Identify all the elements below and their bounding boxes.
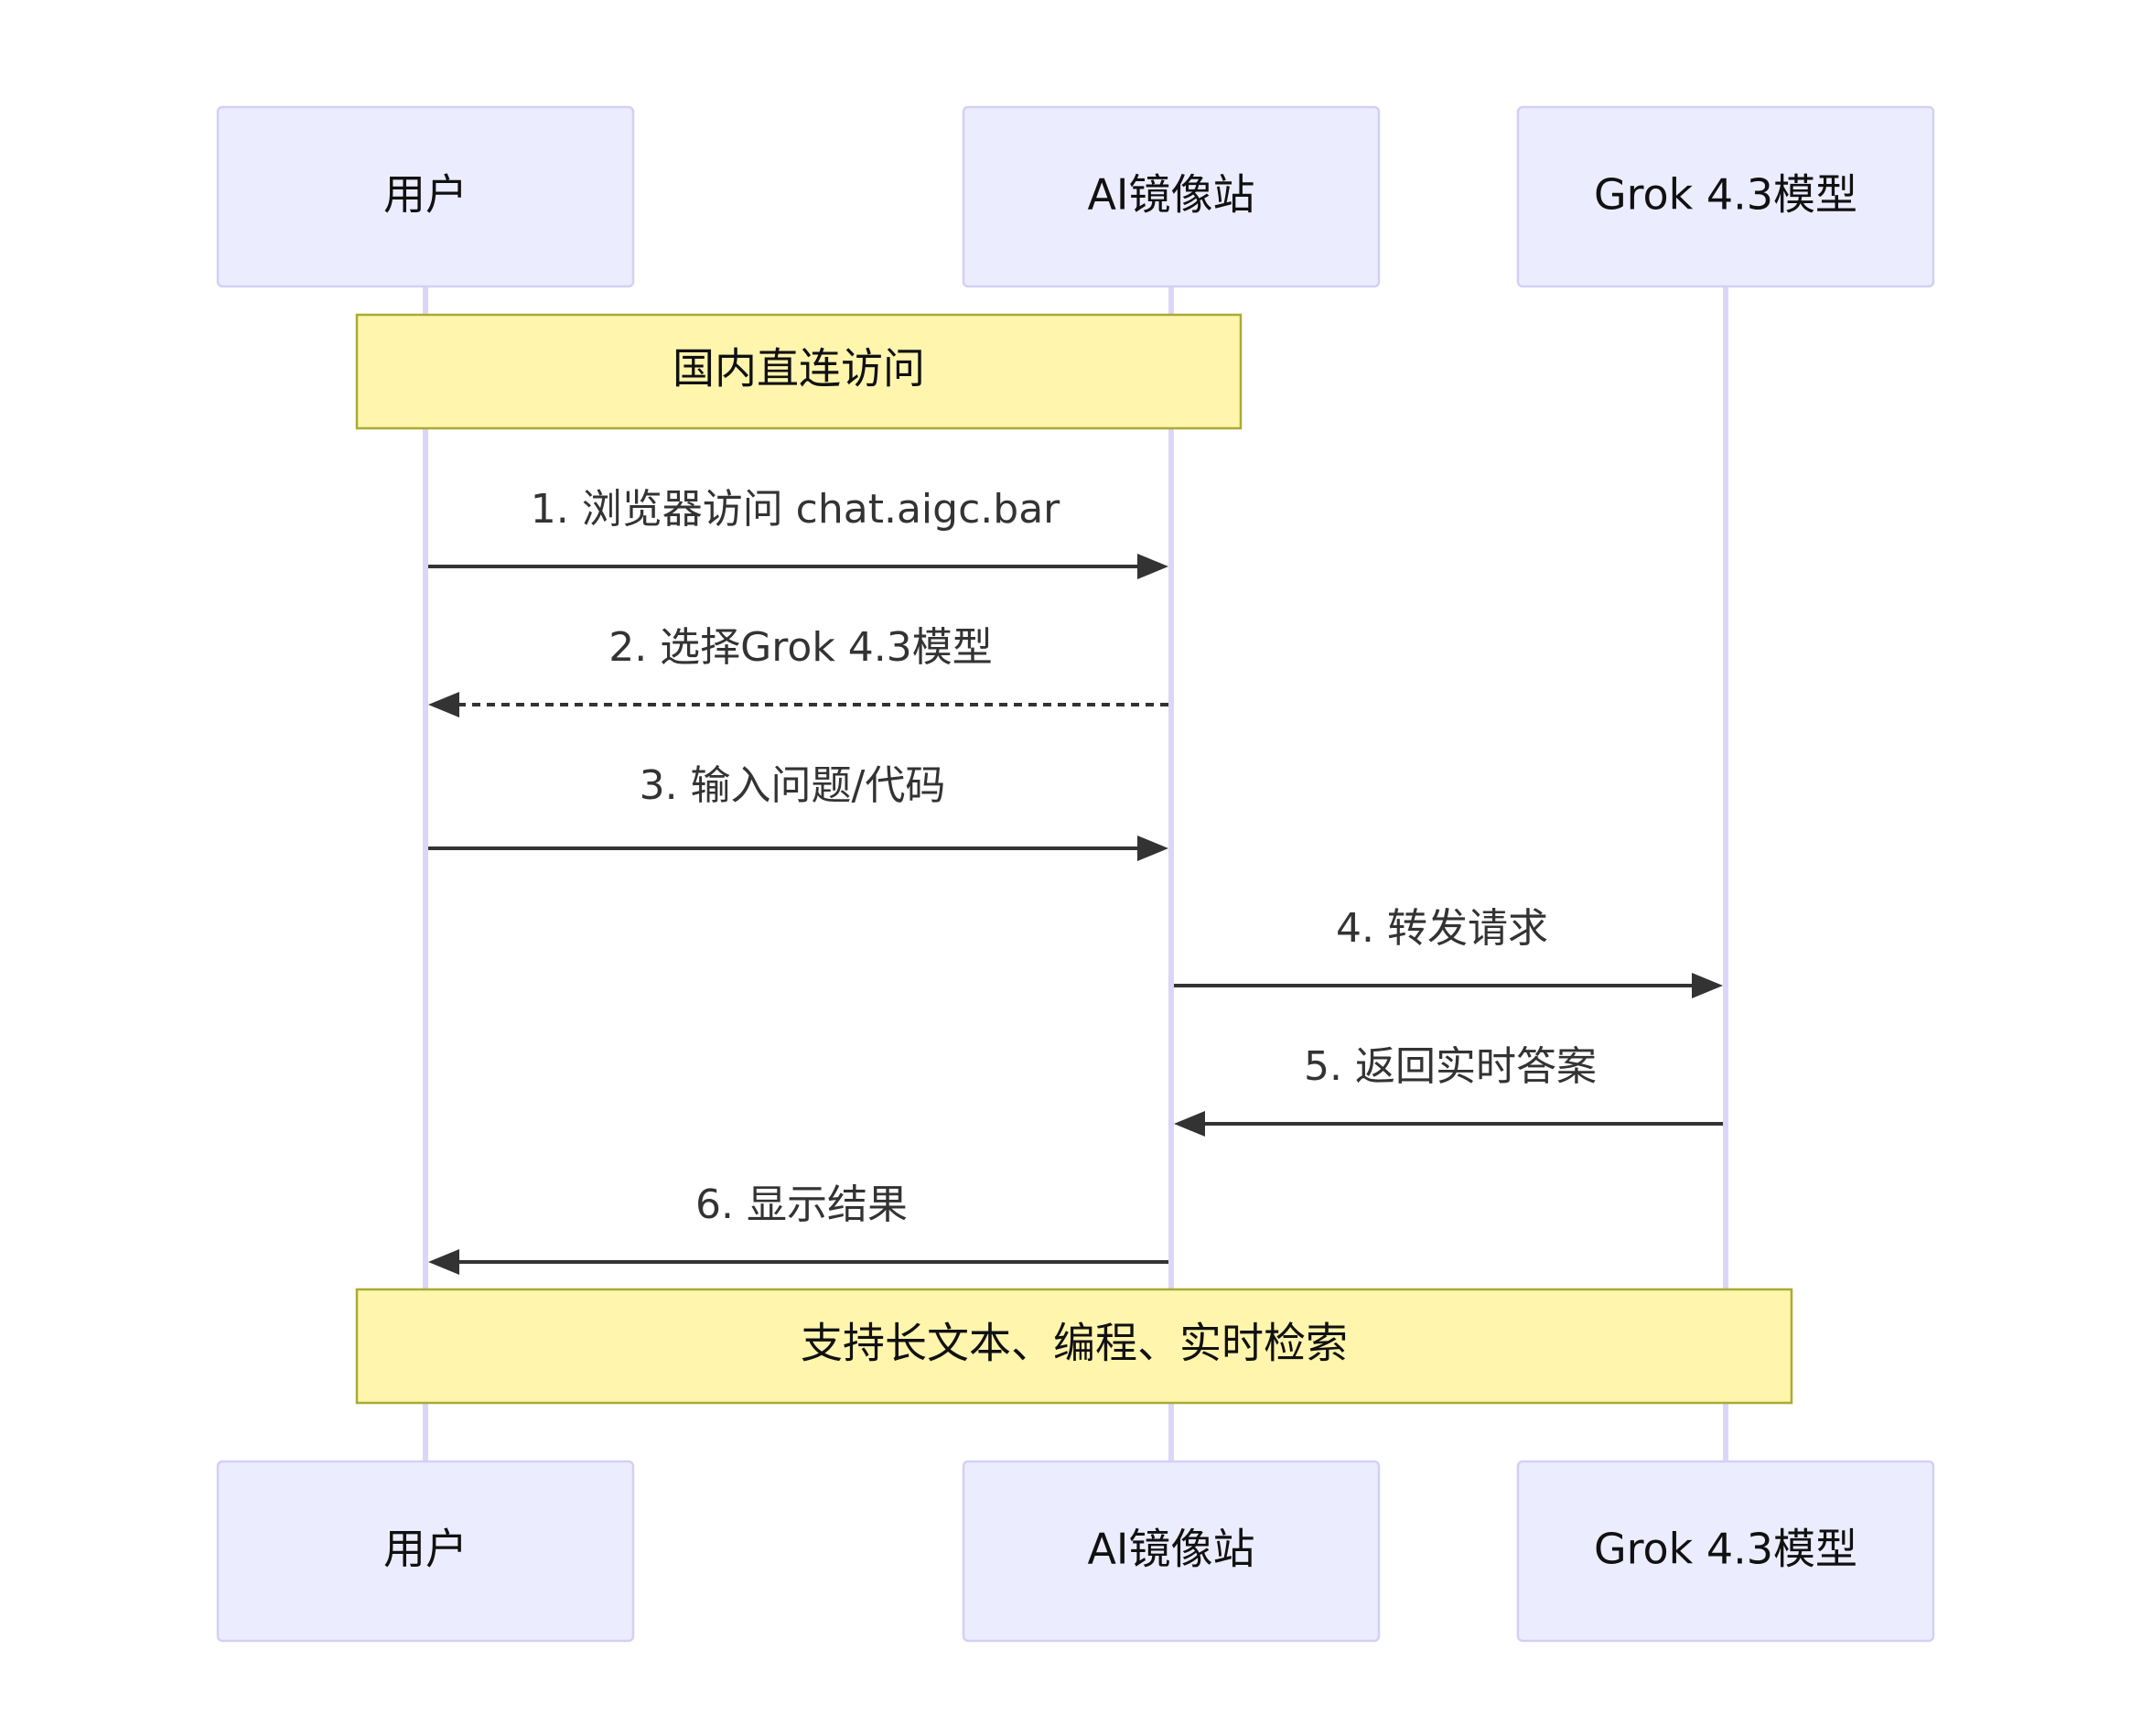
actor-bottom-model-label: Grok 4.3模型 xyxy=(1594,1525,1857,1574)
message-2-label: 2. 选择Grok 4.3模型 xyxy=(608,624,993,671)
actor-top-user-label: 用户 xyxy=(383,170,468,220)
actor-top-mirror: AI镜像站 xyxy=(962,105,1381,288)
message-5-label: 5. 返回实时答案 xyxy=(1304,1043,1597,1090)
actor-bottom-mirror-label: AI镜像站 xyxy=(1087,1525,1254,1574)
note-direct-access-text: 国内直连访问 xyxy=(673,344,925,394)
actor-top-user: 用户 xyxy=(216,105,635,288)
message-4-label: 4. 转发请求 xyxy=(1336,905,1548,952)
message-5-arrowhead xyxy=(1174,1111,1205,1137)
message-3-arrowhead xyxy=(1137,836,1168,861)
message-1-arrowhead xyxy=(1137,554,1168,579)
actor-bottom-mirror: AI镜像站 xyxy=(962,1460,1381,1643)
actor-bottom-user: 用户 xyxy=(216,1460,635,1643)
actor-bottom-model: Grok 4.3模型 xyxy=(1516,1460,1935,1643)
actor-top-model-label: Grok 4.3模型 xyxy=(1594,170,1857,220)
message-6-arrowhead xyxy=(428,1249,459,1275)
message-6: 6. 显示结果 xyxy=(428,1181,1168,1275)
note-direct-access: 国内直连访问 xyxy=(355,313,1243,430)
note-features-text: 支持长文本、编程、实时检索 xyxy=(801,1319,1348,1368)
actor-top-model: Grok 4.3模型 xyxy=(1516,105,1935,288)
message-4-arrowhead xyxy=(1692,973,1723,998)
message-4: 4. 转发请求 xyxy=(1174,905,1723,998)
message-1-label: 1. 浏览器访问 chat.aigc.bar xyxy=(531,486,1060,533)
message-2: 2. 选择Grok 4.3模型 xyxy=(428,624,1168,717)
message-5: 5. 返回实时答案 xyxy=(1174,1043,1723,1137)
message-3: 3. 输入问题/代码 xyxy=(428,762,1168,861)
message-6-label: 6. 显示结果 xyxy=(695,1181,908,1228)
message-3-label: 3. 输入问题/代码 xyxy=(640,762,946,809)
actor-top-mirror-label: AI镜像站 xyxy=(1087,170,1254,220)
note-features: 支持长文本、编程、实时检索 xyxy=(355,1288,1793,1405)
message-1: 1. 浏览器访问 chat.aigc.bar xyxy=(428,486,1168,579)
actor-bottom-user-label: 用户 xyxy=(383,1525,468,1574)
message-2-arrowhead xyxy=(428,692,459,717)
